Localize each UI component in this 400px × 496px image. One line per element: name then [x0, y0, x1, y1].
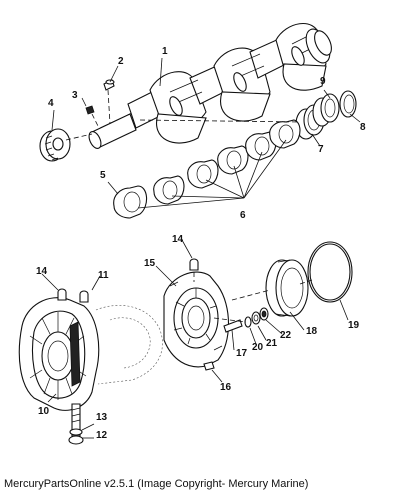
callout-21: 21 [266, 338, 278, 349]
callout-2: 2 [118, 56, 124, 67]
callout-8: 8 [360, 122, 366, 133]
callout-1: 1 [162, 46, 168, 57]
oil-pump-housing[interactable] [163, 271, 230, 368]
dowel-14-left[interactable] [57, 288, 67, 301]
callout-17: 17 [236, 348, 248, 359]
dowel-pin[interactable] [103, 79, 115, 91]
dowel-11[interactable] [79, 290, 89, 303]
callout-9: 9 [320, 76, 326, 87]
callout-12: 12 [96, 430, 108, 441]
callout-15: 15 [144, 258, 156, 269]
woodruff-key[interactable] [85, 105, 95, 115]
bearing-shell-6a[interactable] [153, 175, 185, 205]
leader-lines [41, 57, 361, 439]
callout-5: 5 [100, 170, 106, 181]
callout-13: 13 [96, 412, 108, 423]
image-caption: MercuryPartsOnline v2.5.1 (Image Copyrig… [4, 478, 309, 490]
crankshaft[interactable] [87, 22, 335, 151]
front-cover[interactable] [18, 297, 163, 411]
bearing-shell-6e[interactable] [269, 119, 301, 149]
callout-20: 20 [252, 342, 264, 353]
callout-22: 22 [280, 330, 292, 341]
callout-19: 19 [348, 320, 360, 331]
rear-seal[interactable] [265, 259, 309, 317]
bearing-shell-6b[interactable] [187, 159, 219, 189]
callout-14-left: 14 [36, 266, 48, 277]
callout-4: 4 [48, 98, 54, 109]
spring-21[interactable] [251, 311, 261, 325]
seal-ring-8[interactable] [339, 90, 357, 118]
callout-14-upper: 14 [172, 234, 184, 245]
callout-16: 16 [220, 382, 232, 393]
cover-bolt[interactable] [68, 403, 84, 445]
callout-18: 18 [306, 326, 318, 337]
washer-20[interactable] [244, 316, 252, 328]
bearing-shell-6c[interactable] [217, 145, 249, 175]
callout-7: 7 [318, 144, 324, 155]
callout-6: 6 [240, 210, 246, 221]
relief-valve-17[interactable] [223, 319, 243, 333]
main-bearing-9[interactable] [312, 93, 340, 127]
callout-10: 10 [38, 406, 50, 417]
callout-11: 11 [98, 270, 109, 281]
o-ring-gasket[interactable] [307, 241, 353, 303]
callout-3: 3 [72, 90, 78, 101]
plug-22[interactable] [259, 307, 269, 321]
crankshaft-gear[interactable] [39, 128, 71, 162]
main-bearing-5[interactable] [113, 185, 148, 219]
pin-16[interactable] [203, 361, 215, 371]
dowel-14-upper[interactable] [189, 258, 199, 271]
